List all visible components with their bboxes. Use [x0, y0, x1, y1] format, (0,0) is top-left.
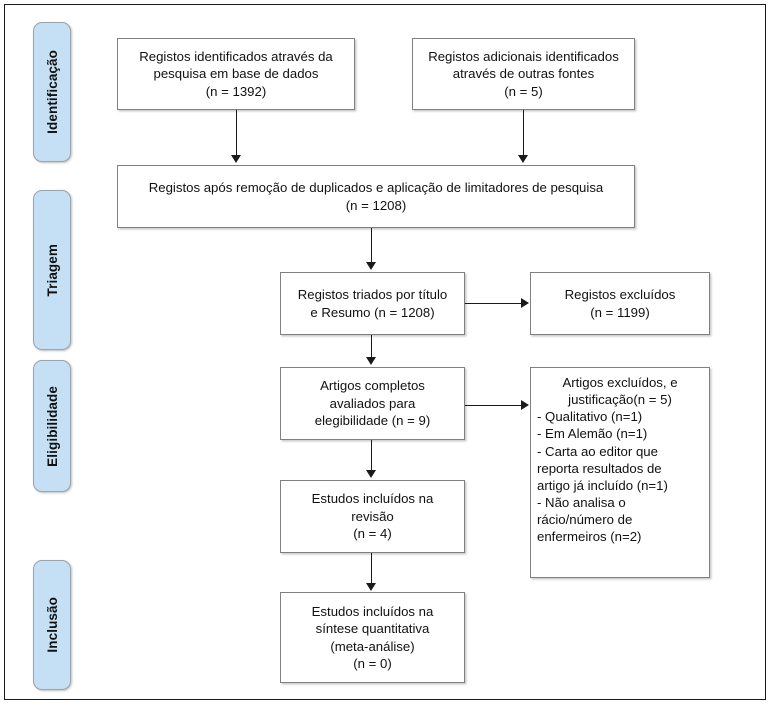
box-records-identified-database: Registos identificados através da pesqui… — [117, 38, 355, 110]
box-studies-included-review: Estudos incluídos na revisão (n = 4) — [280, 480, 465, 553]
arrowhead-fulltext-to-excluded — [521, 400, 529, 410]
arrowhead-database-to-dedup — [231, 155, 241, 163]
box-records-screened: Registos triados por título e Resumo (n … — [280, 272, 465, 335]
box-records-excluded: Registos excluídos (n = 1199) — [530, 272, 710, 335]
connector-fulltext-to-included — [371, 440, 372, 472]
arrowhead-dedup-to-screened — [366, 262, 376, 270]
box-text: Registos adicionais identificados atravé… — [428, 48, 619, 99]
box-text: Registos triados por título e Resumo (n … — [297, 287, 448, 320]
stage-tab-label: Identificação — [44, 50, 60, 134]
stage-tab-label: Inclusão — [44, 597, 60, 653]
stage-tab-label: Eligibilidade — [44, 385, 60, 467]
stage-tab-identificacao: Identificação — [33, 22, 71, 162]
arrowhead-fulltext-to-included — [366, 470, 376, 478]
connector-other-sources-to-dedup — [523, 110, 524, 157]
box-text: Estudos incluídos na revisão (n = 4) — [311, 491, 434, 542]
box-studies-included-synthesis: Estudos incluídos na síntese quantitativ… — [280, 592, 465, 683]
box-text: Registos excluídos (n = 1199) — [564, 287, 676, 320]
arrowhead-other-sources-to-dedup — [518, 155, 528, 163]
box-excluded-reasons-list: - Qualitativo (n=1) - Em Alemão (n=1) - … — [537, 409, 668, 545]
box-records-identified-other-sources: Registos adicionais identificados atravé… — [412, 38, 635, 110]
stage-tab-eligibilidade: Eligibilidade — [33, 360, 71, 492]
stage-tab-inclusao: Inclusão — [33, 560, 71, 690]
box-text: Registos identificados através da pesqui… — [139, 48, 333, 99]
connector-screened-to-fulltext — [371, 335, 372, 359]
arrowhead-screened-to-excluded — [521, 298, 529, 308]
box-fulltext-excluded-with-reasons: Artigos excluídos, e justificação(n = 5)… — [530, 367, 710, 578]
connector-screened-to-excluded — [465, 303, 522, 304]
arrowhead-review-to-synthesis — [366, 583, 376, 591]
box-text: Estudos incluídos na síntese quantitativ… — [311, 603, 434, 671]
box-excluded-heading: Artigos excluídos, e justificação(n = 5) — [562, 375, 678, 408]
box-text: Registos após remoção de duplicados e ap… — [148, 180, 604, 213]
stage-tab-label: Triagem — [44, 243, 60, 297]
connector-fulltext-to-excluded — [465, 405, 522, 406]
page-outer-border — [4, 4, 766, 700]
connector-review-to-synthesis — [371, 553, 372, 585]
box-text: Artigos completos avaliados para elegibi… — [314, 378, 431, 429]
box-records-after-duplicates: Registos após remoção de duplicados e ap… — [117, 165, 635, 228]
arrowhead-screened-to-fulltext — [366, 357, 376, 365]
stage-tab-triagem: Triagem — [33, 190, 71, 350]
connector-dedup-to-screened — [371, 228, 372, 264]
box-fulltext-assessed: Artigos completos avaliados para elegibi… — [280, 367, 465, 440]
connector-database-to-dedup — [236, 110, 237, 157]
